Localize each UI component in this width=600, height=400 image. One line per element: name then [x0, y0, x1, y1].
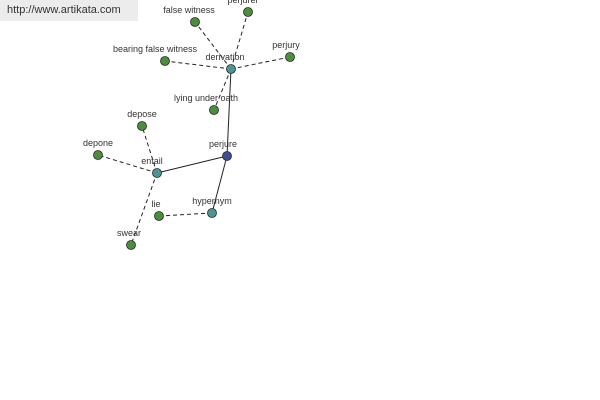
word-label-swear[interactable]: swear: [117, 228, 141, 238]
edge-derivation-lying-under-oath: [213, 68, 232, 111]
relation-node-hypernym[interactable]: [207, 208, 217, 218]
edge-derivation-false-witness: [194, 21, 232, 70]
word-node-swear[interactable]: [126, 240, 136, 250]
relation-label-hypernym[interactable]: hypernym: [192, 196, 232, 206]
url-link[interactable]: http://www.artikata.com: [7, 4, 121, 16]
word-node-false-witness[interactable]: [190, 17, 200, 27]
edge-perjure-entail: [156, 155, 228, 174]
word-node-perjurer[interactable]: [243, 7, 253, 17]
relation-label-derivation[interactable]: derivation: [205, 52, 244, 62]
word-label-lie[interactable]: lie: [151, 199, 160, 209]
center-word-label[interactable]: perjure: [209, 139, 237, 149]
edge-perjure-derivation: [226, 68, 232, 157]
url-banner[interactable]: http://www.artikata.com: [0, 0, 138, 21]
word-node-bearing-false-witness[interactable]: [160, 56, 170, 66]
word-label-false-witness[interactable]: false witness: [163, 5, 215, 15]
center-word-node[interactable]: [222, 151, 232, 161]
edge-derivation-perjurer: [230, 11, 249, 70]
relation-node-entail[interactable]: [152, 168, 162, 178]
edge-derivation-bearing-false-witness: [164, 60, 232, 70]
edge-entail-depose: [141, 125, 158, 174]
edge-hypernym-lie: [158, 212, 213, 217]
word-label-bearing-false-witness[interactable]: bearing false witness: [113, 44, 198, 54]
word-node-depone[interactable]: [93, 150, 103, 160]
graph-nodes: [93, 7, 295, 250]
graph-edges: [97, 11, 291, 246]
relation-label-entail[interactable]: entail: [141, 156, 163, 166]
edge-entail-swear: [130, 172, 158, 246]
word-node-perjury[interactable]: [285, 52, 295, 62]
word-label-depone[interactable]: depone: [83, 138, 113, 148]
word-label-depose[interactable]: depose: [127, 109, 157, 119]
word-node-lying-under-oath[interactable]: [209, 105, 219, 115]
word-node-lie[interactable]: [154, 211, 164, 221]
graph-labels: perjure derivation false witness perjurer be…: [83, 0, 300, 238]
word-label-perjurer[interactable]: perjurer: [227, 0, 258, 5]
word-label-perjury[interactable]: perjury: [272, 40, 300, 50]
word-label-lying-under-oath[interactable]: lying under oath: [174, 93, 238, 103]
edge-perjure-hypernym: [211, 155, 228, 214]
edge-entail-depone: [97, 154, 158, 174]
edge-derivation-perjury: [230, 56, 291, 70]
word-node-depose[interactable]: [137, 121, 147, 131]
relation-node-derivation[interactable]: [226, 64, 236, 74]
